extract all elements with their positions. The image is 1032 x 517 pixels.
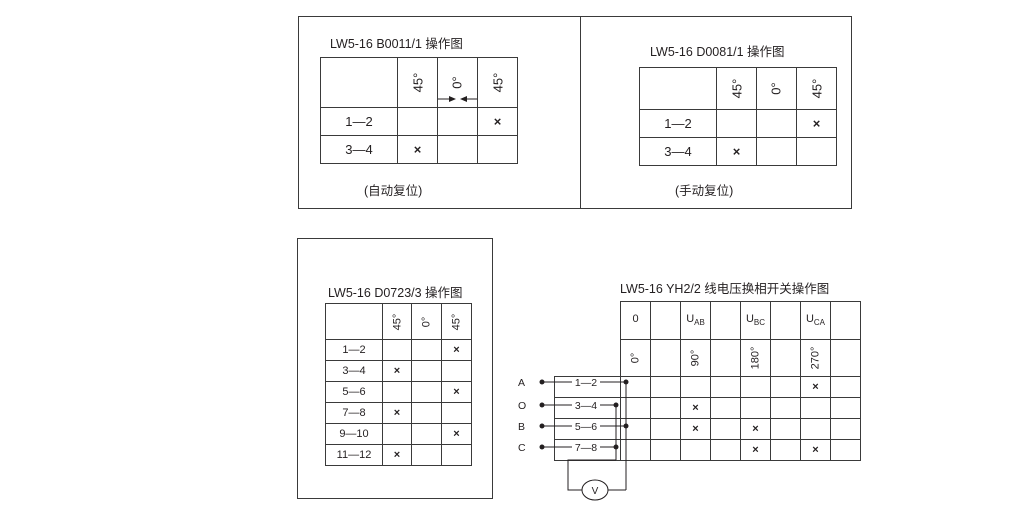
corner-cell (639, 67, 717, 110)
angle-header: 45° (728, 78, 744, 99)
contact-label: 3—4 (325, 360, 383, 382)
mark-cell (437, 135, 478, 164)
mark-cell (382, 381, 412, 403)
mark-cell (382, 339, 412, 361)
position-label: 0 (632, 313, 639, 326)
mark-cell (411, 360, 442, 382)
phase-label: C (518, 442, 526, 454)
phase-label: A (518, 377, 525, 389)
mark-cell (411, 339, 442, 361)
angle-header: 180° (749, 346, 762, 370)
switch-table-b0011: 45° 0° 45° 1—2 × 3—4 × (320, 57, 518, 164)
panel-title: LW5-16 D0723/3 操作图 (328, 286, 463, 300)
mark-cell: × (740, 439, 771, 461)
contact-label: 7—8 (325, 402, 383, 424)
angle-header: 45° (390, 313, 403, 330)
switch-table-d0723: 45° 0° 45° 1—2× 3—4× 5—6× 7—8× 9—10× 11—… (325, 303, 472, 466)
mark-cell (800, 397, 831, 419)
contact-label: 1—2 (325, 339, 383, 361)
mark-cell (756, 109, 797, 138)
panel-title: LW5-16 YH2/2 线电压换相开关操作图 (620, 282, 830, 296)
mark-cell: × (441, 381, 472, 403)
mark-cell (411, 444, 442, 466)
mark-cell (411, 423, 442, 445)
reset-note: (自动复位) (364, 184, 423, 198)
contact-label: 5—6 (325, 381, 383, 403)
mark-cell (796, 137, 837, 166)
angle-header: 0° (450, 76, 465, 89)
corner-cell (325, 303, 383, 340)
position-label: U (686, 313, 695, 326)
mark-cell: × (680, 397, 711, 419)
mark-cell: × (477, 107, 518, 136)
angle-header: 45° (409, 72, 425, 93)
panel-title: LW5-16 D0081/1 操作图 (650, 45, 785, 59)
angle-header: 45° (450, 313, 463, 330)
position-label: U (805, 313, 814, 326)
mark-cell (477, 135, 518, 164)
contact-label: 9—10 (325, 423, 383, 445)
position-sub: BC (753, 318, 766, 328)
center-arrows (438, 96, 477, 102)
mark-cell (382, 423, 412, 445)
mark-cell: × (441, 339, 472, 361)
mark-cell (740, 376, 771, 398)
corner-cell (554, 301, 621, 377)
contact-label: 3—4 (320, 135, 398, 164)
diagram-panel-d0723 (297, 238, 493, 499)
angle-header: 45° (808, 78, 824, 99)
mark-cell (716, 109, 757, 138)
mark-cell: × (382, 360, 412, 382)
voltmeter-label: V (592, 486, 599, 497)
position-sub: AB (694, 318, 705, 328)
angle-header: 45° (489, 72, 505, 93)
position-sub: CA (813, 318, 826, 328)
mark-cell: × (382, 444, 412, 466)
mark-cell (756, 137, 797, 166)
mark-cell (397, 107, 438, 136)
angle-header: 270° (809, 346, 822, 370)
mark-cell: × (716, 137, 757, 166)
mark-cell (800, 418, 831, 440)
contact-label: 3—4 (575, 400, 597, 412)
switch-table-d0081: 45° 0° 45° 1—2 × 3—4 × (639, 67, 837, 166)
contact-label: 1—2 (575, 377, 597, 389)
mark-cell (680, 376, 711, 398)
mark-cell: × (382, 402, 412, 424)
wiring-schematic: A O B C 1—2 3—4 5—6 7—8 V (518, 377, 629, 501)
mark-cell (441, 402, 472, 424)
contact-label: 3—4 (639, 137, 717, 166)
phase-label: O (518, 400, 526, 412)
panel-title: LW5-16 B0011/1 操作图 (330, 37, 463, 51)
diagram-panel-d0081 (580, 16, 852, 209)
mark-cell: × (800, 439, 831, 461)
switch-table-yh2: 0 UAB UBC UCA 0° 90° 180° 270° × × × × (554, 301, 861, 461)
mark-cell: × (397, 135, 438, 164)
mark-cell: × (800, 376, 831, 398)
mark-cell (740, 397, 771, 419)
phase-label: B (518, 421, 525, 433)
mark-cell: × (740, 418, 771, 440)
contact-label: 1—2 (639, 109, 717, 138)
mark-cell (411, 402, 442, 424)
contact-label: 1—2 (320, 107, 398, 136)
position-label: U (745, 313, 754, 326)
angle-header: 0° (629, 352, 642, 364)
mark-cell (680, 439, 711, 461)
angle-header: 0° (420, 316, 433, 327)
mark-cell (411, 381, 442, 403)
contact-label: 5—6 (575, 421, 597, 433)
mark-cell: × (441, 423, 472, 445)
angle-header: 90° (689, 349, 702, 367)
angle-header: 0° (769, 82, 784, 95)
mark-cell (441, 444, 472, 466)
contact-label: 11—12 (325, 444, 383, 466)
mark-cell: × (680, 418, 711, 440)
mark-cell (441, 360, 472, 382)
corner-cell (320, 57, 398, 108)
reset-note: (手动复位) (675, 184, 734, 198)
contact-label: 7—8 (575, 442, 597, 454)
mark-cell: × (796, 109, 837, 138)
mark-cell (437, 107, 478, 136)
